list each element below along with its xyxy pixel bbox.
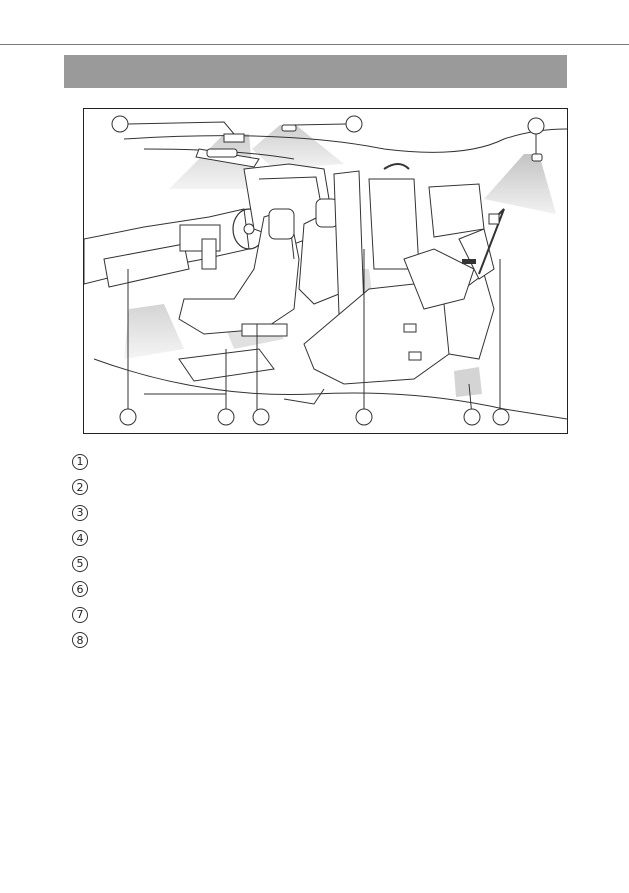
section-header-bar: [64, 55, 567, 88]
rear-light-beam: [484, 154, 556, 214]
callout-circle: [463, 408, 481, 426]
callout-circle: [119, 408, 137, 426]
legend-item: 5: [72, 551, 562, 577]
legend-item: 2: [72, 475, 562, 501]
callout-circle: [345, 115, 363, 133]
legend-item: 7: [72, 602, 562, 628]
callout-circle: [252, 408, 270, 426]
center-light-beam: [252, 125, 344, 169]
legend-number: 4: [72, 530, 88, 547]
top-rule: [0, 44, 629, 45]
legend-number: 6: [72, 581, 88, 598]
legend-number: 3: [72, 504, 88, 521]
legend-item: 8: [72, 628, 562, 654]
callout-circle: [217, 408, 235, 426]
callout-circle: [355, 408, 373, 426]
rear-floor-light-beam: [454, 367, 482, 397]
legend-list: 1 2 3 4 5 6 7 8: [72, 449, 562, 653]
callout-circle: [111, 115, 129, 133]
legend-item: 1: [72, 449, 562, 475]
legend-item: 3: [72, 500, 562, 526]
vehicle-interior-illustration: [83, 108, 568, 434]
legend-number: 2: [72, 479, 88, 496]
legend-number: 1: [72, 453, 88, 470]
legend-number: 5: [72, 555, 88, 572]
overhead-light-beam: [169, 134, 254, 189]
legend-item: 6: [72, 577, 562, 603]
legend-number: 7: [72, 606, 88, 623]
footwell-light-beam: [124, 304, 184, 359]
legend-item: 4: [72, 526, 562, 552]
callout-circle: [527, 117, 545, 135]
callout-circle: [492, 408, 510, 426]
legend-number: 8: [72, 632, 88, 649]
